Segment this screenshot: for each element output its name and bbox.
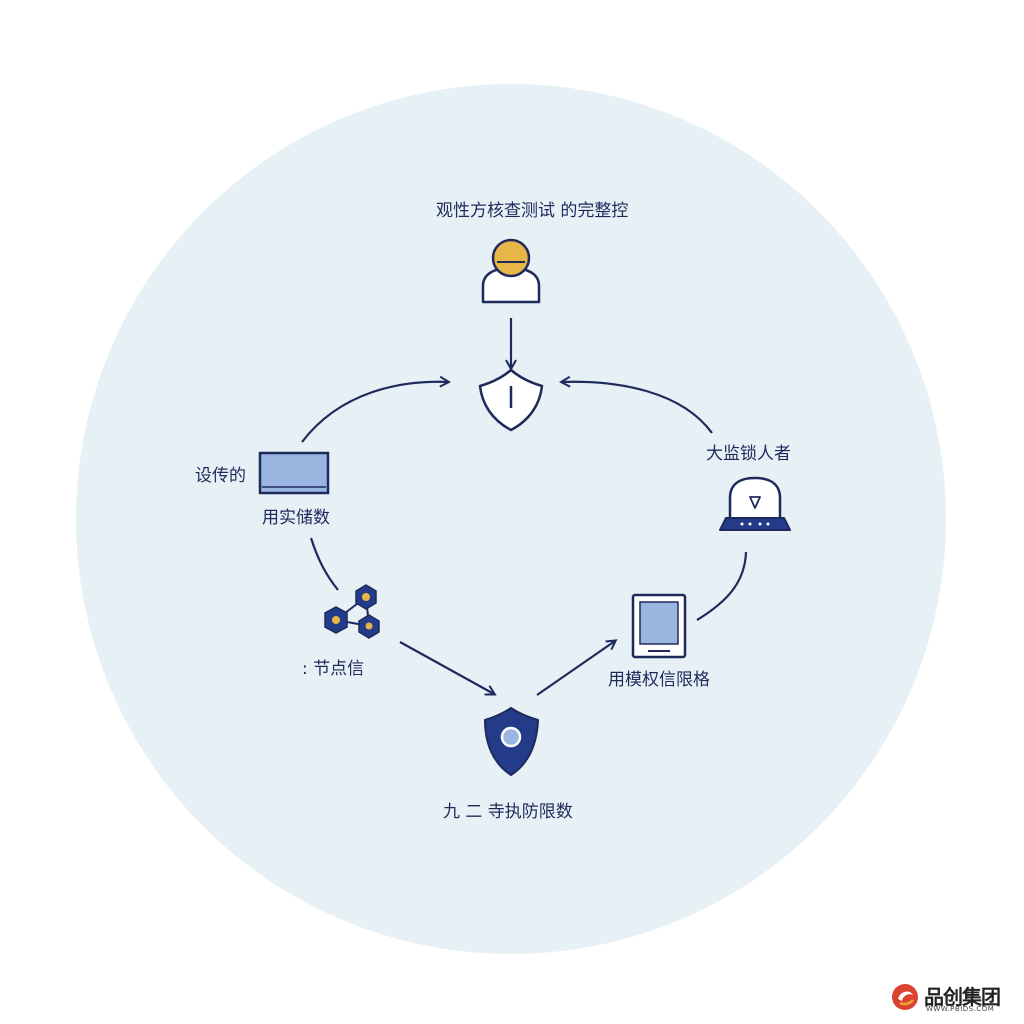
- watermark-logo: 品创集团 WWW.PBIDS.COM: [890, 978, 1014, 1018]
- cloud-server-icon: [719, 476, 791, 531]
- label-left-device-bottom: 用实储数: [262, 508, 330, 528]
- connector-tablet-to-right-device: [696, 551, 748, 621]
- label-bottom-shield: 九 二 寺执防限数: [443, 802, 573, 822]
- background-circle: [76, 84, 946, 954]
- label-top-user: 观性方核查测试 的完整控: [436, 201, 629, 221]
- connector-network-to-bottom-shield: [399, 641, 494, 694]
- monitor-icon: [258, 451, 330, 495]
- watermark-url: WWW.PBIDS.COM: [926, 1005, 995, 1013]
- label-left-device-top: 设传的: [195, 466, 246, 486]
- shield-icon: [478, 368, 544, 432]
- user-icon: [481, 238, 541, 304]
- label-right-device: 大监锁人者: [706, 444, 791, 464]
- connector-right-to-shield: [562, 382, 713, 434]
- watermark-brand: 品创集团: [924, 985, 1001, 1009]
- tablet-icon: [631, 593, 687, 659]
- brand-logo-icon: [892, 984, 918, 1010]
- label-left-network: : 节点信: [302, 659, 365, 679]
- hexagon-network-icon: [324, 584, 380, 639]
- shield-eye-icon: [484, 707, 539, 776]
- connector-bottom-shield-to-tablet: [536, 641, 615, 696]
- connector-left-to-shield: [301, 382, 448, 443]
- label-right-tablet: 用模权信限格: [608, 670, 710, 690]
- connector-left-device-to-network: [309, 537, 339, 591]
